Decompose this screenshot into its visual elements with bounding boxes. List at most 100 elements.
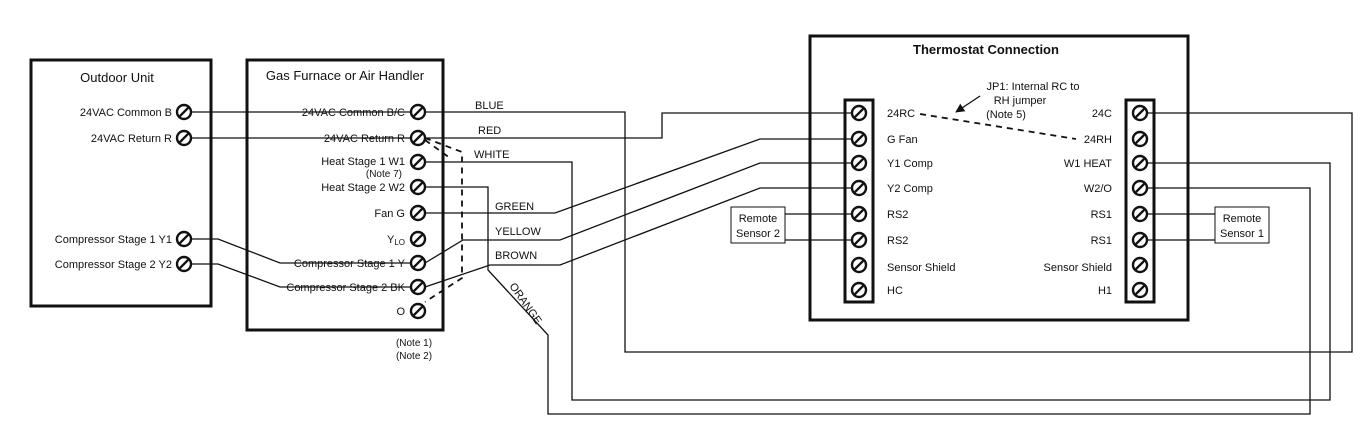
furnace-terminal-label: Heat Stage 2 W2 [321,182,405,194]
remote-sensor-2-label: Sensor 2 [736,228,780,240]
wire-label-yellow: YELLOW [495,226,541,238]
furnace-terminal-label: 24VAC Return R [324,133,405,145]
thermostat-right-label: RS1 [1091,209,1112,221]
furnace-dashed-jumper [424,137,463,303]
thermostat-left-label: G Fan [887,134,918,146]
thermostat-left-label: 24RC [887,108,915,120]
w2-wire [425,186,1311,415]
screw-terminal-icon [1131,154,1149,172]
screw-terminal-icon [409,103,427,121]
furnace-terminal-label: Compressor Stage 2 BK [286,282,405,294]
furnace-terminal-label: Fan G [374,208,405,220]
outdoor-terminal-label: 24VAC Common B [80,107,172,119]
remote-sensor-1: Remote Sensor 1 [1147,206,1270,244]
wire-label-orange: ORANGE [507,281,544,327]
blue-wire [425,111,1353,353]
screw-terminal-icon [409,230,427,248]
furnace-terminal-label: 24VAC Common B/C [302,107,405,119]
screw-terminal-icon [409,153,427,171]
screw-terminal-icon [409,204,427,222]
screw-terminal-icon [850,104,868,122]
screw-terminal-icon [1131,205,1149,223]
furnace-thermostat-wires [424,111,1353,415]
furnace-box [245,58,445,332]
screw-terminal-icon [1131,130,1149,148]
thermostat-right-label: RS1 [1091,235,1112,247]
right-terminal-strip [1124,98,1156,304]
thermostat-right-label: Sensor Shield [1044,262,1113,274]
red-wire [425,112,852,139]
screw-terminal-icon [850,179,868,197]
screw-terminal-icon [1131,281,1149,299]
thermostat-right-label: W1 HEAT [1064,158,1112,170]
screw-terminal-icon [409,278,427,296]
wire-label-red: RED [478,125,501,137]
thermostat-left-label: Y2 Comp [887,183,933,195]
outdoor-unit-terminals: 24VAC Common B 24VAC Return R Compressor… [55,103,193,273]
furnace-terminals: 24VAC Common B/C 24VAC Return R Heat Sta… [286,103,427,320]
jumper-note-line: (Note 5) [986,109,1026,121]
thermostat-box [808,34,1190,322]
outdoor-terminal-label: Compressor Stage 2 Y2 [55,259,172,271]
ylo-terminal-label: YLO [387,234,405,247]
furnace-dashed-jumper [424,139,451,159]
screw-terminal-icon [409,254,427,272]
screw-terminal-icon [850,130,868,148]
outdoor-terminal-label: Compressor Stage 1 Y1 [55,234,172,246]
remote-sensor-2: Remote Sensor 2 [730,206,852,244]
yellow-wire [424,162,852,264]
outdoor-terminal-label: 24VAC Return R [91,133,172,145]
thermostat-left-terminals: 24RC G Fan Y1 Comp Y2 Comp RS2 RS2 Senso… [850,104,956,299]
note-2-label: (Note 2) [396,351,432,362]
screw-terminal-icon [175,129,193,147]
screw-terminal-icon [1131,104,1149,122]
brown-wire [424,187,852,288]
thermostat-right-terminals: 24C 24RH W1 HEAT W2/O RS1 RS1 Sensor Shi… [1044,104,1149,299]
screw-terminal-icon [409,129,427,147]
furnace-terminal-label: O [396,306,405,318]
remote-sensor-2-label: Remote [739,213,778,225]
furnace-terminal-label: Heat Stage 1 W1 [321,156,405,168]
furnace-title: Gas Furnace or Air Handler [266,68,425,83]
jumper-note-line: RH jumper [994,95,1047,107]
thermostat-left-label: HC [887,285,903,297]
wire-label-brown: BROWN [495,250,537,262]
screw-terminal-icon [175,103,193,121]
furnace-terminal-label: Compressor Stage 1 Y [294,258,406,270]
thermostat-left-label: Y1 Comp [887,158,933,170]
thermostat-right-label: 24RH [1084,134,1112,146]
jumper-note-line: JP1: Internal RC to [987,81,1080,93]
screw-terminal-icon [850,256,868,274]
outdoor-furnace-wires [191,111,411,288]
screw-terminal-icon [1131,256,1149,274]
screw-terminal-icon [409,302,427,320]
screw-terminal-icon [850,231,868,249]
note-7-label: (Note 7) [366,169,402,180]
thermostat-right-label: H1 [1098,285,1112,297]
note-1-label: (Note 1) [396,338,432,349]
remote-sensor-1-label: Remote [1223,213,1262,225]
screw-terminal-icon [850,205,868,223]
screw-terminal-icon [175,255,193,273]
left-terminal-strip [843,98,875,304]
remote-sensor-1-label: Sensor 1 [1220,228,1264,240]
thermostat-right-label: W2/O [1084,183,1113,195]
outdoor-unit-box [29,58,213,308]
screw-terminal-icon [175,230,193,248]
screw-terminal-icon [1131,179,1149,197]
screw-terminal-icon [1131,231,1149,249]
thermostat-title: Thermostat Connection [913,42,1059,57]
thermostat-left-label: RS2 [887,209,908,221]
jumper-arrow [955,95,981,113]
wire-label-green: GREEN [495,201,534,213]
screw-terminal-icon [850,154,868,172]
thermostat-left-label: RS2 [887,235,908,247]
jp1-dashed-jumper [919,113,1077,140]
screw-terminal-icon [409,178,427,196]
screw-terminal-icon [850,281,868,299]
outdoor-unit-title: Outdoor Unit [80,70,154,85]
white-wire [425,161,1331,401]
wire-label-blue: BLUE [475,100,504,112]
green-wire [425,138,852,214]
